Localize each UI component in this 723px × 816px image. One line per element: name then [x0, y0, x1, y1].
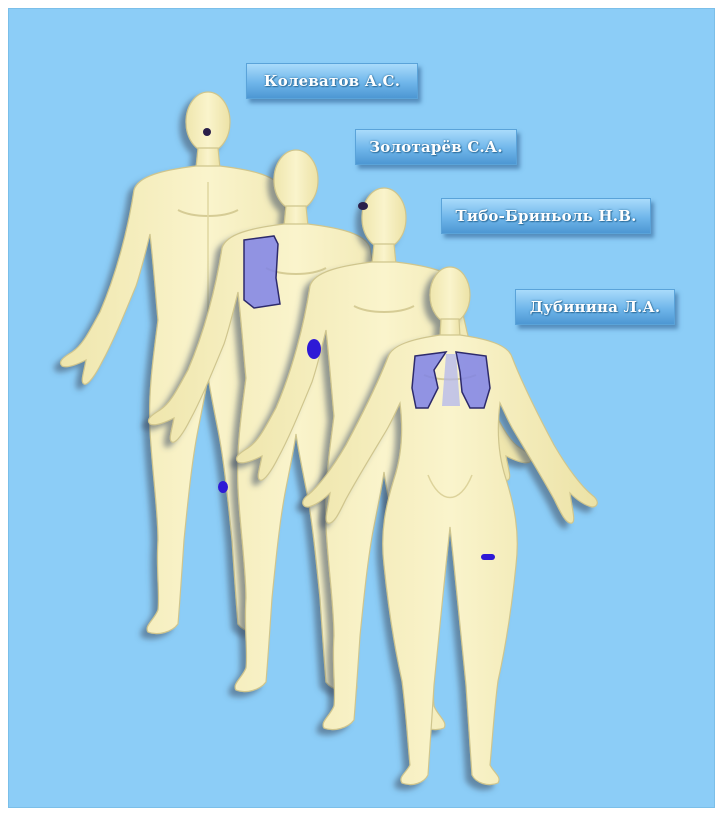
head-wound-mark — [203, 128, 211, 136]
temple-wound-mark — [358, 202, 368, 210]
label-zolotarev: Золотарёв С.А. — [355, 129, 517, 165]
label-kolevatov: Колеватов А.С. — [246, 63, 418, 99]
arm-injury-mark — [307, 339, 321, 359]
label-dubinina: Дубинина Л.А. — [515, 289, 675, 325]
diagram-canvas: Колеватов А.С. Золотарёв С.А. Тибо-Бринь… — [8, 8, 715, 808]
label-thibeaux-brignolle: Тибо-Бриньоль Н.В. — [441, 198, 651, 234]
thigh-injury-mark — [481, 554, 495, 560]
body-figures — [8, 8, 715, 808]
chest-injury-zone — [244, 236, 280, 308]
leg-injury-mark — [218, 481, 228, 493]
